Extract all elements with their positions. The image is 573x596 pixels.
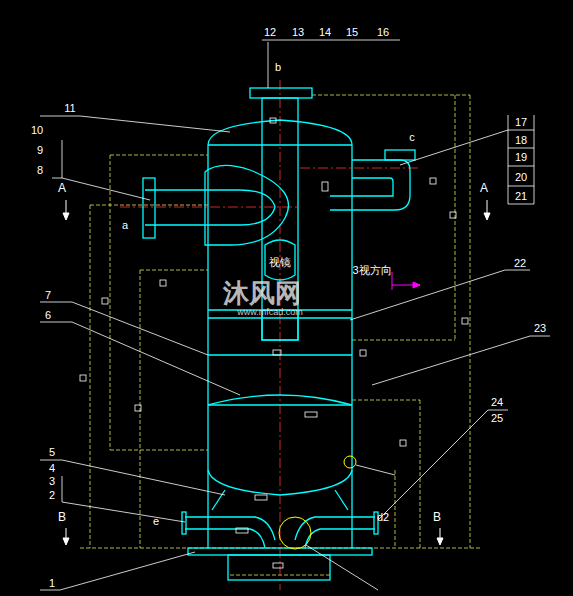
center-lines — [120, 80, 420, 590]
section-letter: B — [433, 511, 441, 523]
nozzle-letter: c — [409, 132, 415, 143]
callout-number: 5 — [49, 447, 55, 458]
section-letter: A — [58, 182, 66, 194]
callout-number: 20 — [515, 172, 527, 183]
callout-number: 22 — [514, 258, 526, 269]
callout-number: 15 — [346, 27, 358, 38]
callout-number: 9 — [37, 145, 43, 156]
part-name: 视镜 — [269, 257, 291, 268]
tag-boxes — [80, 118, 468, 568]
callout-number: 11 — [64, 103, 75, 114]
callout-number: 13 — [292, 27, 304, 38]
vessel-shell — [143, 88, 415, 580]
watermark: 沐风网 — [223, 280, 301, 306]
callout-number: 16 — [377, 27, 389, 38]
nozzle-letter: e — [153, 516, 159, 527]
callout-number: 3 — [49, 476, 55, 487]
detail-circle — [279, 517, 311, 549]
callout-number: 25 — [491, 413, 503, 424]
section-letter: B — [58, 511, 66, 523]
callout-number: 10 — [31, 125, 43, 136]
callout-number: 21 — [515, 191, 527, 202]
nozzle-letter: b — [275, 62, 281, 73]
callout-number: 1 — [49, 578, 55, 589]
nozzle-letter: a — [122, 220, 128, 231]
detail-circle — [344, 456, 356, 468]
view-note: 3视方向 — [352, 265, 391, 276]
callout-number: 24 — [491, 397, 503, 408]
callout-number: 7 — [45, 290, 51, 301]
callout-number: 19 — [515, 152, 527, 163]
callout-number: 8 — [37, 165, 43, 176]
leader-lines — [40, 40, 550, 590]
section-letter: A — [480, 182, 488, 194]
callout-number: 4 — [49, 463, 55, 474]
callout-number: 18 — [515, 135, 527, 146]
watermark: www.mfcad.com — [237, 308, 303, 317]
callout-number: 23 — [534, 323, 546, 334]
section-markers — [63, 200, 490, 545]
callout-number: 6 — [45, 310, 51, 321]
view-arrow — [392, 272, 420, 290]
nozzle-letter: d2 — [377, 512, 389, 523]
callout-number: 12 — [264, 27, 276, 38]
callout-number: 14 — [319, 27, 331, 38]
callout-number: 2 — [49, 490, 55, 501]
callout-number: 17 — [515, 117, 527, 128]
